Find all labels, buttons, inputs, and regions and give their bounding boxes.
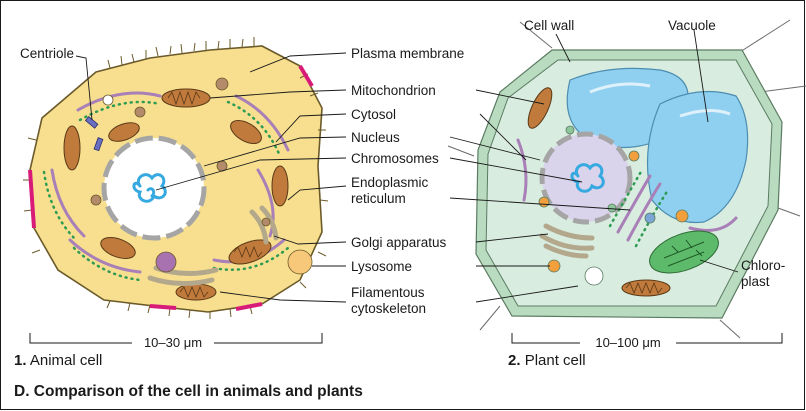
label-cytoskeleton-line2: cytoskeleton (351, 301, 426, 316)
plant-cell-number: 2. (508, 352, 521, 369)
label-er-line2: reticulum (351, 191, 406, 206)
label-mitochondrion: Mitochondrion (351, 83, 436, 98)
label-chromosomes: Chromosomes (351, 151, 439, 166)
label-cell-wall: Cell wall (524, 18, 574, 33)
membrane-accent (150, 306, 176, 308)
animal-cell (23, 37, 328, 319)
label-chloroplast-line1: Chloro- (741, 258, 785, 273)
label-plasma-membrane: Plasma membrane (351, 46, 464, 61)
label-centriole: Centriole (20, 46, 74, 61)
label-golgi: Golgi apparatus (351, 235, 447, 250)
label-er-line1: Endoplasmic (351, 175, 429, 190)
animal-cell-title: Animal cell (30, 352, 103, 369)
plant-scale-label: 10–100 μm (595, 335, 660, 350)
label-nucleus: Nucleus (351, 130, 400, 145)
animal-cell-caption: 1. Animal cell (14, 352, 102, 369)
animal-cell-number: 1. (14, 352, 27, 369)
label-chloroplast-line2: plast (741, 274, 770, 289)
figure-title: D. Comparison of the cell in animals and… (14, 383, 363, 401)
label-vacuole: Vacuole (668, 18, 716, 33)
plant-cell-title: Plant cell (525, 352, 586, 369)
animal-nucleus (104, 138, 204, 238)
label-cytosol: Cytosol (351, 107, 396, 122)
label-cytoskeleton-line1: Filamentous (351, 285, 425, 300)
plant-cell (448, 20, 806, 338)
plant-cell-caption: 2. Plant cell (508, 352, 586, 369)
label-lysosome: Lysosome (351, 259, 412, 274)
animal-scale-label: 10–30 μm (144, 335, 202, 350)
